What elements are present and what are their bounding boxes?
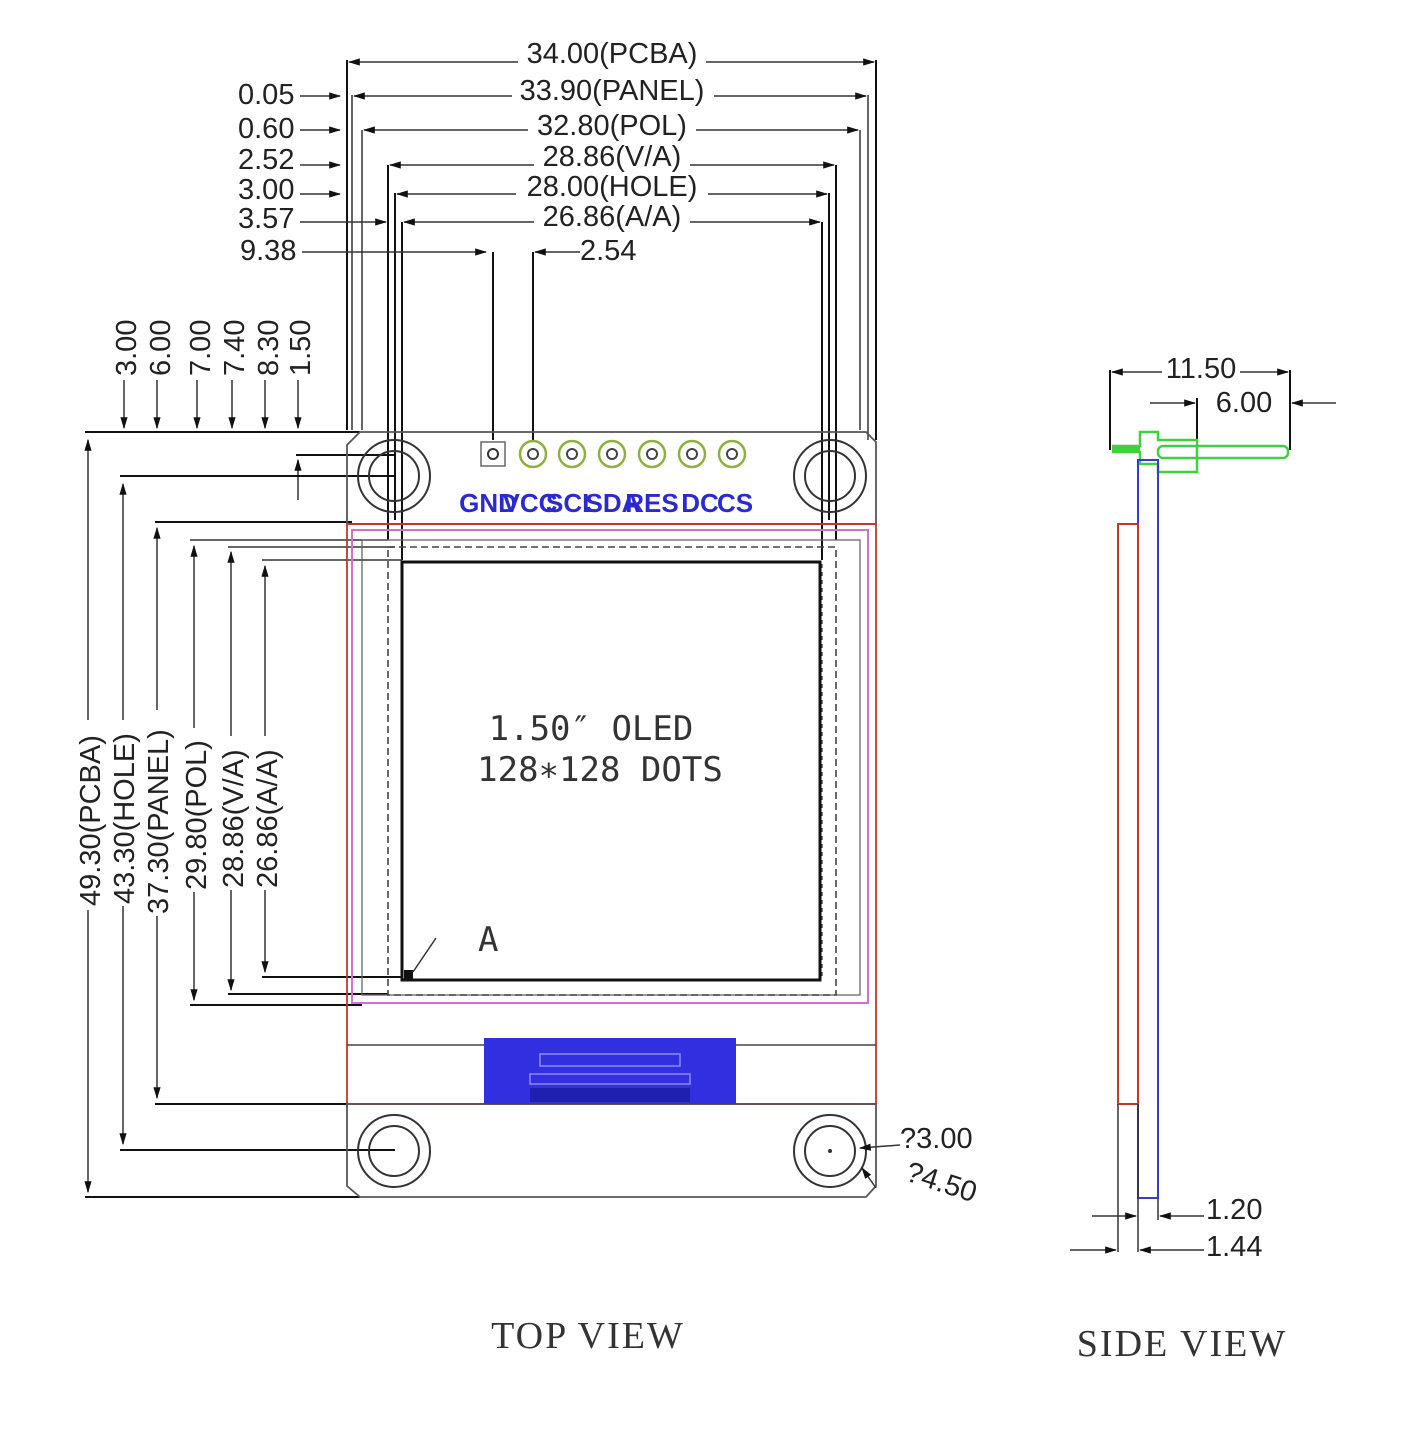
vert-offset-7-00: 7.00 xyxy=(185,320,217,376)
left-offset-dimensions: 0.05 0.60 2.52 3.00 3.57 9.38 2.54 xyxy=(238,79,636,267)
offset-0-05: 0.05 xyxy=(238,79,294,111)
pcb-thickness-label: 1.20 xyxy=(1206,1194,1262,1226)
pcb-outline xyxy=(346,523,877,1105)
pin-label-vcc: VCC xyxy=(503,488,558,518)
vert-offset-6-00: 6.00 xyxy=(145,320,177,376)
pin-3-pad xyxy=(557,439,587,469)
offset-0-60: 0.60 xyxy=(238,113,294,145)
mounting-hole-bottom-left xyxy=(357,1114,431,1188)
pin-label-res: RES xyxy=(625,488,678,518)
dim-va-height: 28.86(V/A) xyxy=(218,749,250,888)
viewing-area xyxy=(387,546,837,996)
side-pin-header xyxy=(1112,430,1290,474)
hole-inner-diameter: ?3.00 xyxy=(900,1123,973,1155)
pixel-origin-marker xyxy=(404,970,413,979)
display-size-text: 1.50″ OLED xyxy=(489,709,694,749)
dim-hole-width: 28.00(HOLE) xyxy=(527,171,698,203)
dim-aa-width: 26.86(A/A) xyxy=(543,201,682,233)
pin-6-pad xyxy=(677,439,707,469)
left-leader-lines xyxy=(85,431,402,1198)
dim-pcba-width: 34.00(PCBA) xyxy=(527,38,698,70)
hole-outer-diameter: ?4.50 xyxy=(902,1156,981,1209)
pin-length-label: 11.50 xyxy=(1166,353,1236,385)
vert-offset-1-50: 1.50 xyxy=(285,320,317,376)
dim-pcba-height: 49.30(PCBA) xyxy=(75,735,107,906)
dim-hole-height: 43.30(HOLE) xyxy=(109,733,141,904)
pin-pitch-label: 2.54 xyxy=(580,235,636,267)
vert-offset-8-30: 8.30 xyxy=(253,320,285,376)
pin-label-cs: CS xyxy=(717,488,753,518)
pin-label-sda: SDA xyxy=(586,488,641,518)
side-view-title: SIDE VIEW xyxy=(1077,1323,1287,1365)
pin-label-scl: SCL xyxy=(546,488,598,518)
offset-2-52: 2.52 xyxy=(238,144,294,176)
panel-outline xyxy=(351,529,869,1004)
dim-pol-width: 32.80(POL) xyxy=(537,110,687,142)
pin-label-gnd: GND xyxy=(459,488,517,518)
vert-offset-3-00: 3.00 xyxy=(111,320,143,376)
top-view-title: TOP VIEW xyxy=(491,1315,685,1357)
side-view: 11.50 6.00 1.20 1.44 SIDE VIEW xyxy=(1070,353,1336,1365)
top-view: 34.00(PCBA) 33.90(PANEL) 32.80(POL) 28.8… xyxy=(75,38,981,1357)
header-pins: GND VCC SCL SDA RES DC CS xyxy=(459,439,753,518)
pcb-board xyxy=(346,431,877,1198)
offset-9-38: 9.38 xyxy=(240,235,296,267)
dim-aa-height: 26.86(A/A) xyxy=(252,749,284,888)
pin-5-pad xyxy=(637,439,667,469)
offset-3-57: 3.57 xyxy=(238,203,294,235)
panel-thickness-label: 1.44 xyxy=(1206,1231,1262,1263)
fpc-connector xyxy=(484,1038,736,1104)
display-resolution-text: 128∗128 DOTS xyxy=(477,750,723,790)
top-extension-lines xyxy=(346,60,877,560)
pin-label-dc: DC xyxy=(681,488,719,518)
pin-2-pad xyxy=(518,439,548,469)
horizontal-dimensions: 34.00(PCBA) 33.90(PANEL) 32.80(POL) 28.8… xyxy=(347,38,876,233)
marker-label: A xyxy=(478,920,498,960)
mounting-hole-top-right xyxy=(793,439,867,513)
display-area: A 1.50″ OLED 128∗128 DOTS xyxy=(361,539,861,996)
active-area xyxy=(400,560,822,982)
dim-panel-width: 33.90(PANEL) xyxy=(520,75,705,107)
vert-offset-7-40: 7.40 xyxy=(219,320,251,376)
side-layers xyxy=(1117,459,1159,1252)
offset-3-00: 3.00 xyxy=(238,174,294,206)
polarizer-outline xyxy=(361,539,861,996)
top-offset-dimensions: 3.00 6.00 7.00 7.40 8.30 1.50 xyxy=(111,320,317,500)
pin-4-pad xyxy=(597,439,627,469)
dim-panel-height: 37.30(PANEL) xyxy=(143,729,175,914)
pin-1-square-pad xyxy=(480,441,506,467)
dim-va-width: 28.86(V/A) xyxy=(543,141,682,173)
pin-header-label: 6.00 xyxy=(1216,387,1272,419)
mounting-hole-bottom-right xyxy=(793,1114,867,1188)
vertical-dimensions: 49.30(PCBA) 43.30(HOLE) 37.30(PANEL) 29.… xyxy=(75,438,284,1194)
side-pcb xyxy=(1137,459,1159,1199)
side-panel xyxy=(1117,523,1139,1105)
mounting-hole-top-left xyxy=(357,439,431,513)
dim-pol-height: 29.80(POL) xyxy=(181,740,213,890)
pin-7-pad xyxy=(717,439,747,469)
